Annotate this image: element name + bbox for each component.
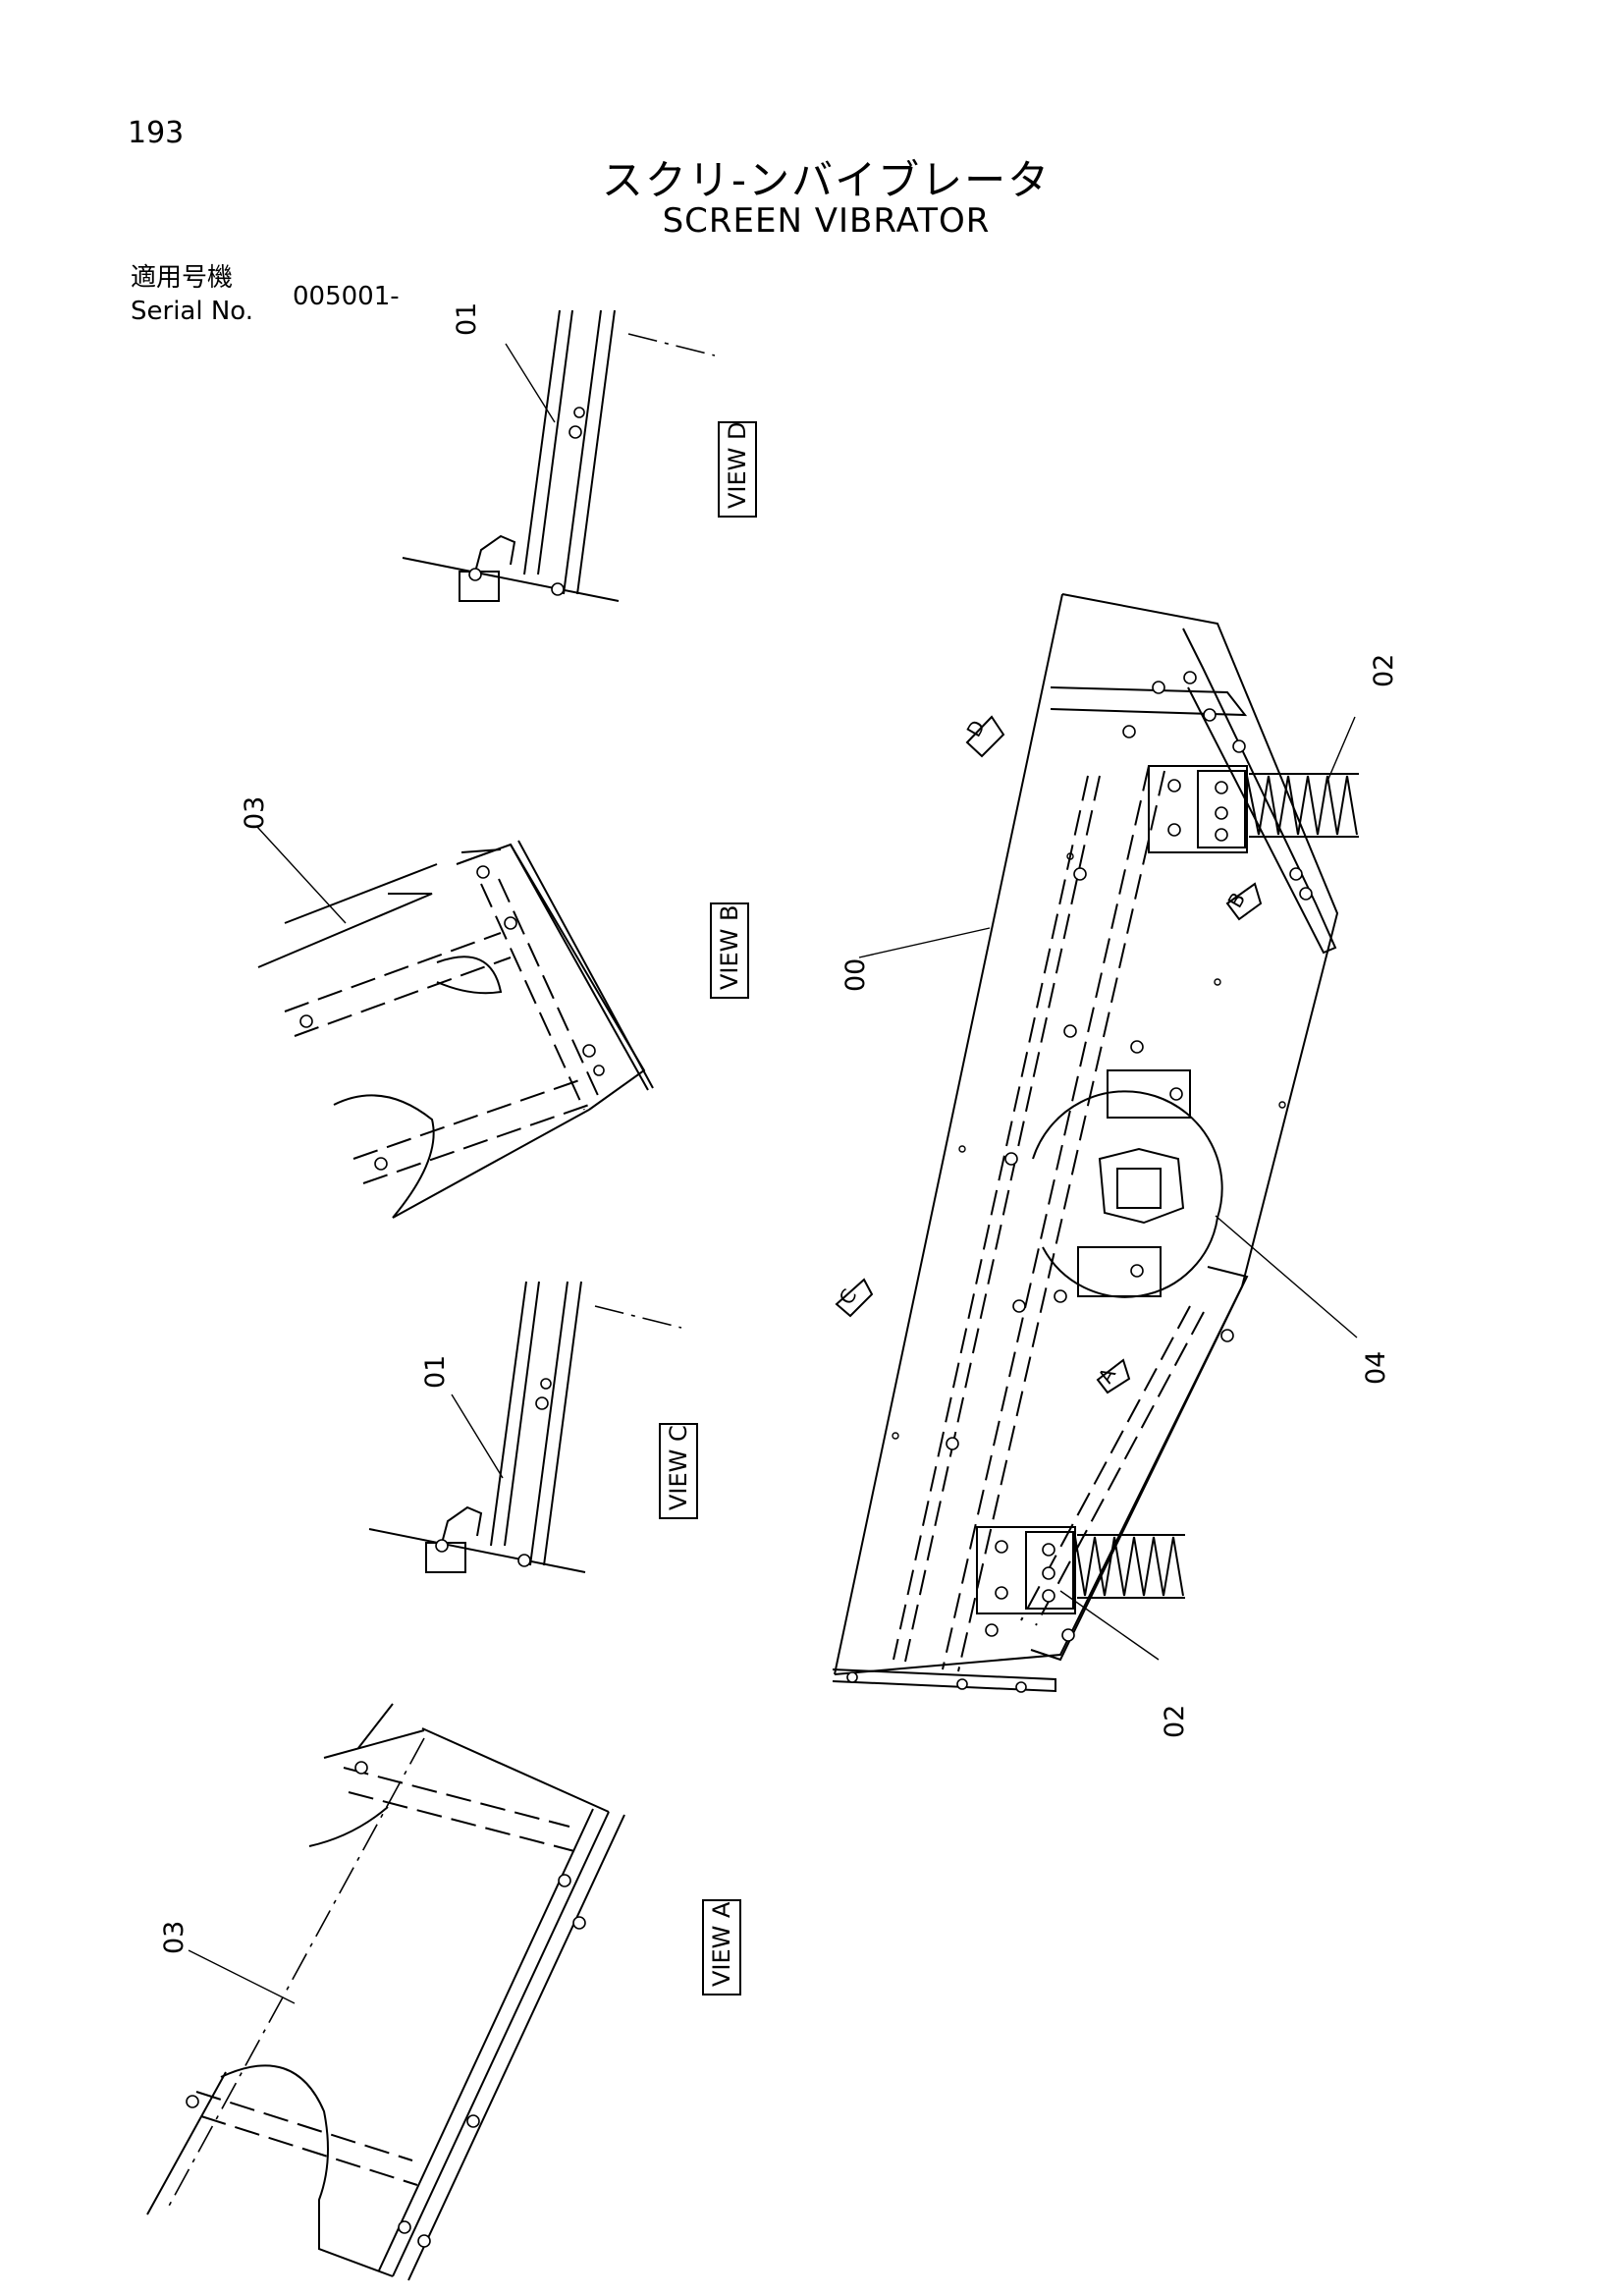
callout-01-top: 01: [452, 302, 482, 336]
view-b-detail: 03 VIEW B: [240, 796, 749, 1219]
callout-02-bottom: 02: [1160, 1705, 1190, 1738]
main-assembly: D B C A: [832, 593, 1359, 1693]
view-d-label: VIEW D: [724, 422, 751, 510]
serial-label-japanese: 適用号機: [131, 263, 234, 293]
view-arrow-d: D: [962, 716, 990, 740]
callout-02-top: 02: [1369, 654, 1399, 687]
callout-04: 04: [1361, 1351, 1391, 1385]
callout-03-view-b: 03: [240, 796, 270, 830]
view-arrow-b: B: [1223, 889, 1251, 912]
serial-label: 適用号機 Serial No.: [131, 261, 253, 328]
view-b-label: VIEW B: [716, 905, 743, 990]
serial-number: 005001-: [293, 282, 400, 311]
view-arrow-a: A: [1094, 1363, 1121, 1387]
page-title-japanese: スクリ-ンバイブレータ: [601, 156, 1052, 204]
callout-00: 00: [840, 958, 871, 992]
page-number: 193: [128, 116, 185, 150]
callout-01-view-c: 01: [420, 1355, 451, 1389]
serial-label-english: Serial No.: [131, 297, 253, 326]
view-a-detail: 03 VIEW A: [146, 1703, 741, 2281]
callout-03-view-a: 03: [159, 1921, 189, 1954]
view-d-detail: 01 VIEW D: [402, 302, 757, 602]
view-c-label: VIEW C: [665, 1425, 692, 1510]
page-title: SCREEN VIBRATOR: [662, 201, 991, 241]
view-c-detail: 01 VIEW C: [368, 1281, 698, 1573]
view-a-label: VIEW A: [708, 1901, 735, 1987]
